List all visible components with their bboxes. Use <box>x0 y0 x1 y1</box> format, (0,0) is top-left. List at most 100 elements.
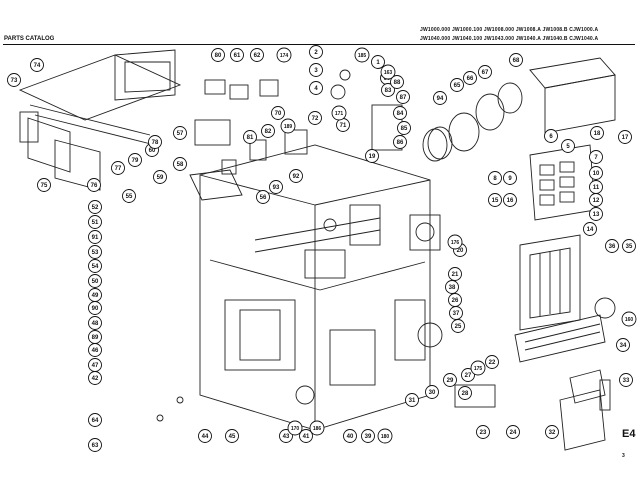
heater-element <box>514 314 606 363</box>
callout-number: 50 <box>92 279 99 285</box>
callout-circle <box>276 47 292 63</box>
callout-circle <box>211 48 225 62</box>
callout-number: 53 <box>92 250 99 256</box>
callout-3: 3 <box>309 63 323 77</box>
callout-circle <box>299 429 313 443</box>
callout-number: 15 <box>492 198 499 204</box>
misc-small-parts <box>156 128 616 422</box>
callout-circle <box>396 90 410 104</box>
callout-circle <box>478 65 492 79</box>
callout-number: 57 <box>177 131 184 137</box>
callout-23: 23 <box>476 425 490 439</box>
callout-circle <box>589 207 603 221</box>
callout-186: 186 <box>309 420 325 436</box>
callout-circle <box>250 48 264 62</box>
callout-number: 42 <box>92 376 99 382</box>
callout-35: 35 <box>622 239 636 253</box>
callout-circle <box>393 135 407 149</box>
callout-8: 8 <box>488 171 502 185</box>
callout-number: 2 <box>314 50 318 56</box>
callout-93: 93 <box>269 180 283 194</box>
callout-94: 94 <box>433 91 447 105</box>
callout-number: 70 <box>275 111 282 117</box>
callout-62: 62 <box>250 48 264 62</box>
callout-circle <box>280 118 296 134</box>
callout-38: 38 <box>445 280 459 294</box>
callout-circle <box>448 267 462 281</box>
callout-number: 86 <box>397 140 404 146</box>
callout-70: 70 <box>271 106 285 120</box>
callout-circle <box>449 306 463 320</box>
heater-frame <box>519 234 581 331</box>
callout-number: 176 <box>451 240 460 246</box>
section-code: E4 <box>622 428 636 440</box>
callout-number: 35 <box>626 244 633 250</box>
callout-46: 46 <box>88 343 102 357</box>
callout-30: 30 <box>425 385 439 399</box>
callout-circle <box>618 130 632 144</box>
callout-circle <box>279 429 293 443</box>
callout-circle <box>331 105 347 121</box>
callout-1: 1 <box>371 55 385 69</box>
callout-175: 175 <box>470 360 486 376</box>
callout-number: 65 <box>454 83 461 89</box>
callout-9: 9 <box>503 171 517 185</box>
callout-circle <box>308 111 322 125</box>
callout-circle <box>88 259 102 273</box>
callout-22: 22 <box>485 355 499 369</box>
callout-41: 41 <box>299 429 313 443</box>
callout-number: 186 <box>313 426 322 432</box>
callout-17: 17 <box>618 130 632 144</box>
callout-circle <box>88 200 102 214</box>
callout-circle <box>128 153 142 167</box>
callout-number: 31 <box>409 398 416 404</box>
callout-32: 32 <box>545 425 559 439</box>
callout-number: 171 <box>335 111 344 117</box>
callout-48: 48 <box>88 316 102 330</box>
callout-number: 90 <box>92 306 99 312</box>
callout-54: 54 <box>88 259 102 273</box>
callout-number: 1 <box>376 60 380 66</box>
callout-31: 31 <box>405 393 419 407</box>
callout-circle <box>343 429 357 443</box>
callout-circle <box>447 234 463 250</box>
callout-number: 56 <box>260 195 267 201</box>
bottom-right-brackets <box>454 369 611 451</box>
callout-4: 4 <box>309 81 323 95</box>
callout-circle <box>230 48 244 62</box>
callout-number: 41 <box>303 434 310 440</box>
callout-number: 24 <box>510 430 517 436</box>
callout-39: 39 <box>361 429 375 443</box>
callout-26: 26 <box>448 293 462 307</box>
callout-circle <box>488 171 502 185</box>
callout-circle <box>619 373 633 387</box>
callout-circle <box>488 193 502 207</box>
callout-61: 61 <box>230 48 244 62</box>
callout-number: 30 <box>429 390 436 396</box>
callout-number: 22 <box>489 360 496 366</box>
callout-number: 4 <box>314 86 318 92</box>
callout-number: 10 <box>593 171 600 177</box>
callout-163: 163 <box>380 64 396 80</box>
callout-number: 170 <box>291 426 300 432</box>
callout-circle <box>371 55 385 69</box>
callout-circle <box>309 45 323 59</box>
callout-number: 54 <box>92 264 99 270</box>
callout-number: 18 <box>594 131 601 137</box>
callout-174: 174 <box>276 47 292 63</box>
callout-7: 7 <box>589 150 603 164</box>
callout-circle <box>88 245 102 259</box>
callout-number: 26 <box>452 298 459 304</box>
callout-71: 71 <box>336 118 350 132</box>
callout-72: 72 <box>308 111 322 125</box>
callout-number: 83 <box>385 88 392 94</box>
callout-circle <box>506 425 520 439</box>
callout-57: 57 <box>173 126 187 140</box>
callout-circle <box>433 91 447 105</box>
callout-circle <box>88 358 102 372</box>
callout-63: 63 <box>88 438 102 452</box>
callout-circle <box>173 157 187 171</box>
callout-number: 81 <box>247 135 254 141</box>
callout-66: 66 <box>463 71 477 85</box>
callout-24: 24 <box>506 425 520 439</box>
